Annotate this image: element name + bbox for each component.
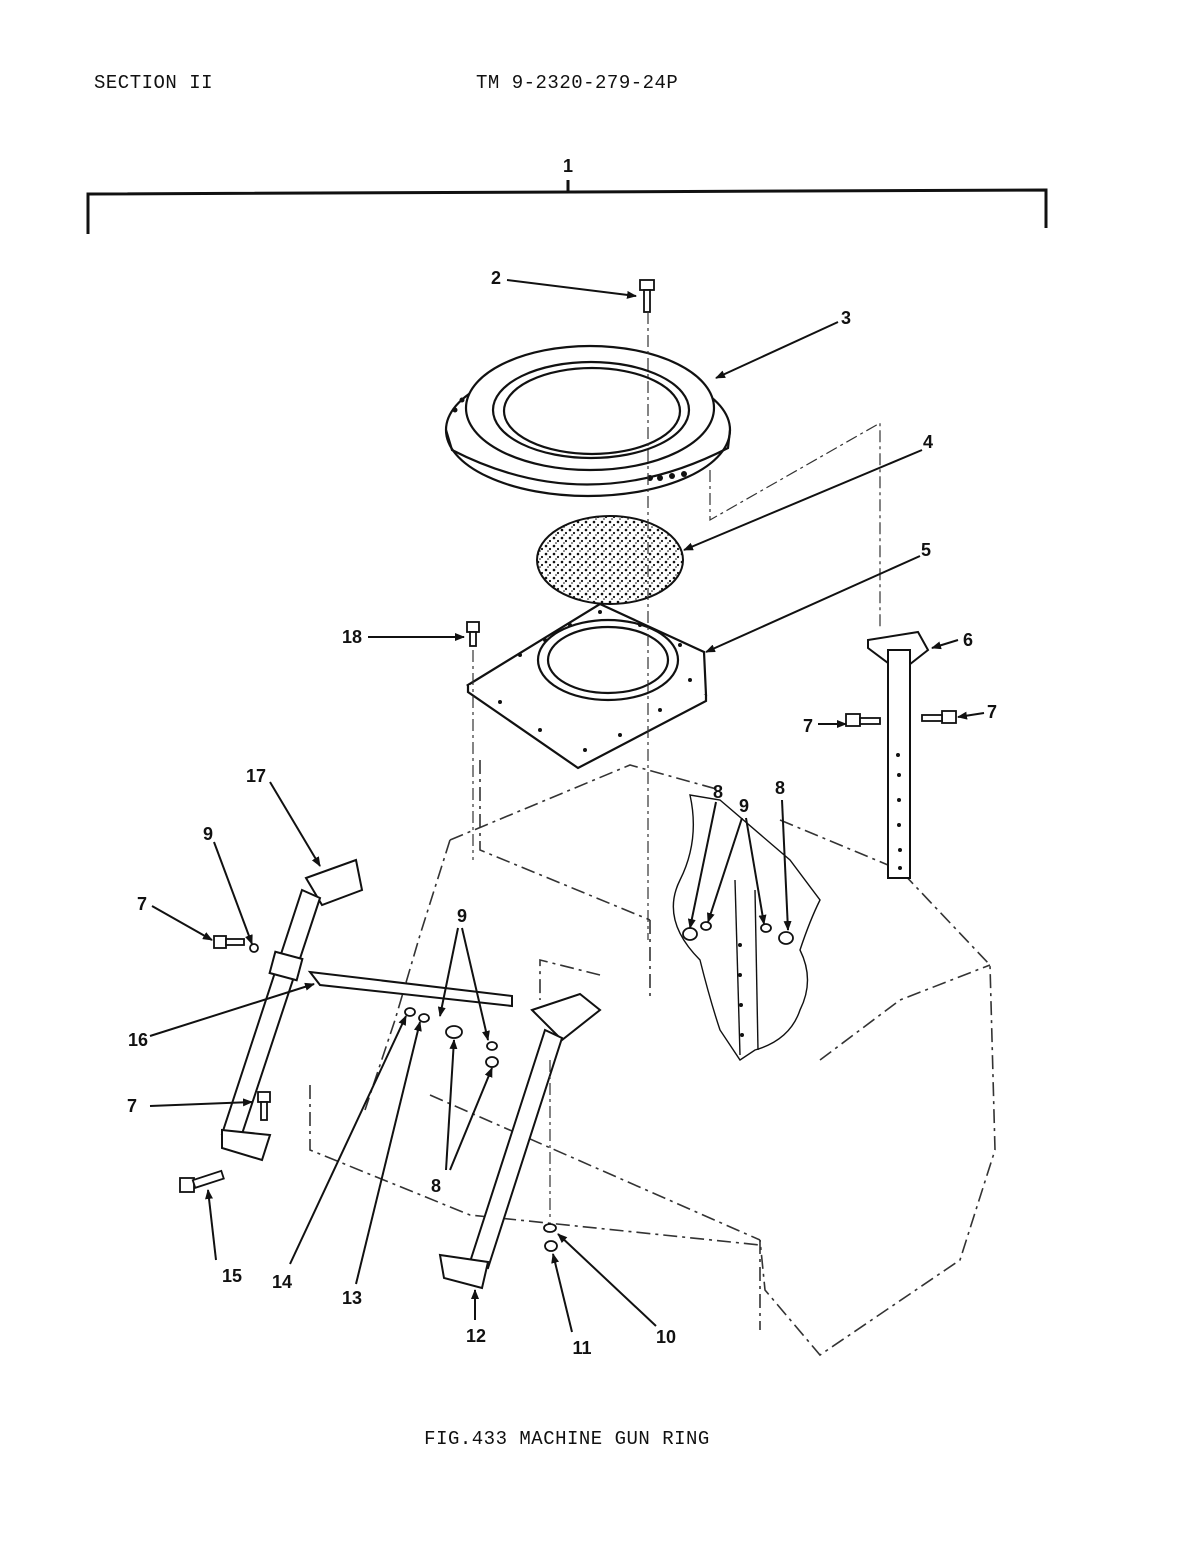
callout-7-left: 7 bbox=[137, 894, 147, 914]
cutaway-section bbox=[672, 794, 821, 1061]
callout-11: 11 bbox=[572, 1338, 591, 1358]
section-label: SECTION II bbox=[94, 72, 214, 94]
manual-number: TM 9-2320-279-24P bbox=[476, 72, 679, 94]
rear-support-post bbox=[867, 630, 930, 879]
alignment-lines bbox=[472, 312, 881, 1220]
callout-7-upper-left: 7 bbox=[803, 716, 813, 736]
left-support-post bbox=[220, 858, 364, 1162]
callout-7-upper-right: 7 bbox=[987, 702, 997, 722]
callout-8-right-b: 8 bbox=[775, 778, 785, 798]
callout-9-center: 9 bbox=[457, 906, 467, 926]
diagonal-brace bbox=[307, 970, 513, 1008]
figure-caption: FIG.433 MACHINE GUN RING bbox=[424, 1428, 710, 1450]
assembly-bracket bbox=[86, 180, 1048, 234]
callout-13: 13 bbox=[342, 1288, 362, 1308]
callout-15: 15 bbox=[222, 1266, 242, 1286]
callout-14: 14 bbox=[272, 1272, 292, 1292]
callout-3: 3 bbox=[841, 308, 851, 328]
callout-17: 17 bbox=[246, 766, 266, 786]
callout-5: 5 bbox=[921, 540, 931, 560]
callout-7-lower-left: 7 bbox=[127, 1096, 137, 1116]
callout-10: 10 bbox=[656, 1327, 676, 1347]
vehicle-body-outline bbox=[309, 760, 996, 1357]
callout-6: 6 bbox=[963, 630, 973, 650]
ring-pad bbox=[536, 515, 684, 605]
callout-4: 4 bbox=[923, 432, 933, 452]
callout-18: 18 bbox=[342, 627, 362, 647]
machine-gun-ring bbox=[444, 344, 732, 498]
callout-12: 12 bbox=[466, 1326, 486, 1346]
callout-8-right-a: 8 bbox=[713, 782, 723, 802]
callout-leaders bbox=[149, 279, 985, 1333]
callout-8-center: 8 bbox=[431, 1176, 441, 1196]
callout-9-right: 9 bbox=[739, 796, 749, 816]
front-support-post bbox=[438, 992, 602, 1290]
hardware bbox=[179, 279, 957, 1252]
callout-1: 1 bbox=[563, 156, 573, 176]
ring-mount-plate bbox=[465, 602, 708, 770]
callout-9-left: 9 bbox=[203, 824, 213, 844]
callout-16: 16 bbox=[128, 1030, 148, 1050]
callout-2: 2 bbox=[491, 268, 501, 288]
